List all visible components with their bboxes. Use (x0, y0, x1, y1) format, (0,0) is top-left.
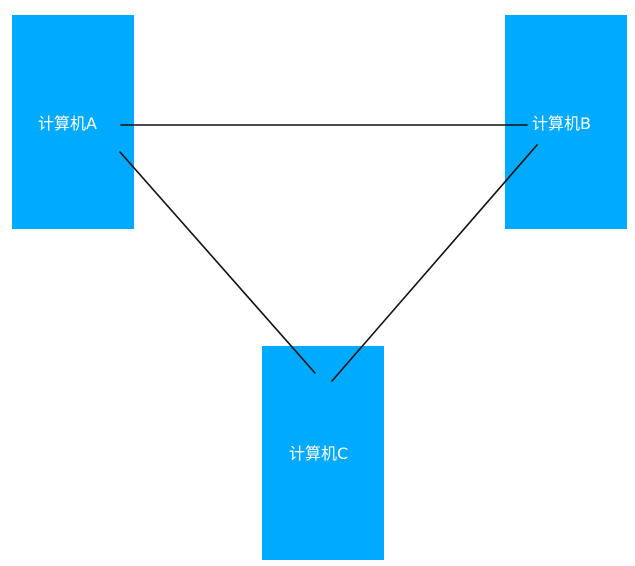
edge-b-c (331, 144, 538, 382)
computer-b-label: 计算机B (532, 114, 591, 133)
computer-a-label: 计算机A (38, 114, 97, 133)
edge-a-c (119, 151, 316, 374)
computer-b-node: 计算机B (505, 15, 627, 229)
computer-a-node: 计算机A (12, 15, 134, 229)
computer-c-label: 计算机C (289, 444, 349, 463)
computer-c-node: 计算机C (262, 346, 384, 560)
